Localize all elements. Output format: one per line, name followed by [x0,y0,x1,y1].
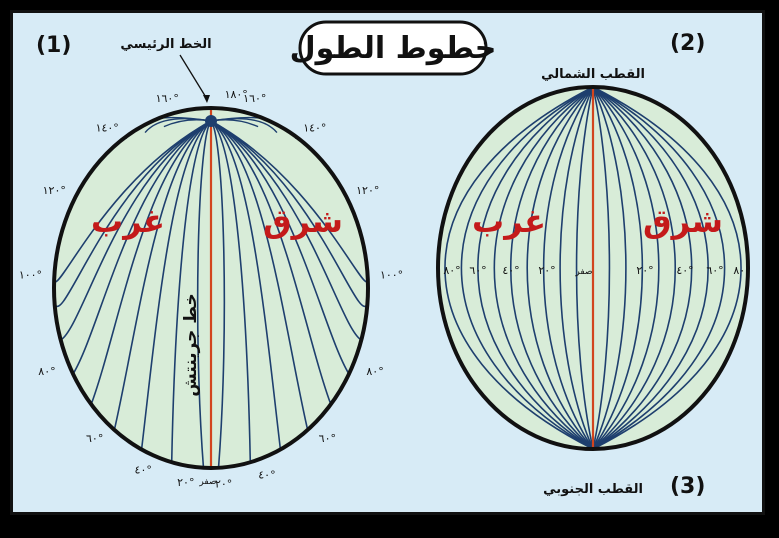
figure-1-west-label: غرب [91,202,165,240]
equator-degree-label: ٢٠° [538,264,555,277]
main-line-pointer-head [203,95,210,103]
figure-2-east-label: شرق [643,202,723,240]
zero-degree-label: صفر [198,477,216,487]
rim-degree-label: ١٠٠° [380,268,403,281]
main-line-label: الخط الرئيسي [120,37,211,52]
figure-1-globe: ١٨٠°١٦٠°١٤٠°١٢٠°١٠٠°٨٠°٦٠°٤٠°٢٠°١٦٠°١٤٠°… [19,88,403,491]
rim-degree-label: ١٦٠° [243,92,266,105]
north-pole-label: القطب الشمالي [541,67,645,82]
figure-2-west-label: غرب [472,202,546,240]
rim-degree-label: ١٤٠° [303,121,326,134]
equator-degree-label: ٢٠° [636,264,653,277]
south-pole-label: القطب الجنوبي [543,482,643,497]
rim-degree-label: ١٤٠° [96,121,119,134]
main-line-pointer [180,55,207,99]
rim-degree-label: ٦٠° [319,432,336,445]
rim-degree-label: ١٠٠° [19,268,42,281]
equator-degree-label: ٦٠° [469,264,486,277]
title-text: خطوط الطول [290,31,497,66]
rim-degree-label: ١٢٠° [43,184,66,197]
rim-degree-label: ٨٠° [366,365,383,378]
equator-degree-label: ٤٠° [502,264,519,277]
rim-degree-label: ٤٠° [135,464,152,477]
figure-2-globe: ٨٠° ٦٠° ٤٠° ٢٠° ٢٠° ٤٠° ٦٠° ٨٠° صفر [438,87,751,449]
rim-degree-label: ٨٠° [38,365,55,378]
equator-degree-label: ٨٠° [443,264,460,277]
equator-degree-label: ٨٠° [733,264,750,277]
figure-1-east-label: شرق [263,202,343,240]
rim-degree-label: ٢٠° [177,476,194,489]
rim-degree-label: ٤٠° [258,468,275,481]
equator-degree-label: ٤٠° [676,264,693,277]
rim-degree-label: ١٢٠° [356,184,379,197]
greenwich-line-label: خط جرينتش [181,293,201,397]
zero-degree-label: صفر [574,267,592,277]
figure-1-number: (1) [36,33,71,58]
equator-degree-label: ٦٠° [706,264,723,277]
rim-degree-label: ٢٠° [215,478,232,491]
rim-degree-label: ١٦٠° [156,92,179,105]
figure-2-number: (2) [670,31,705,56]
rim-degree-label: ٦٠° [86,432,103,445]
figure-3-number: (3) [670,474,705,499]
meridians-convergence-point [205,115,217,127]
